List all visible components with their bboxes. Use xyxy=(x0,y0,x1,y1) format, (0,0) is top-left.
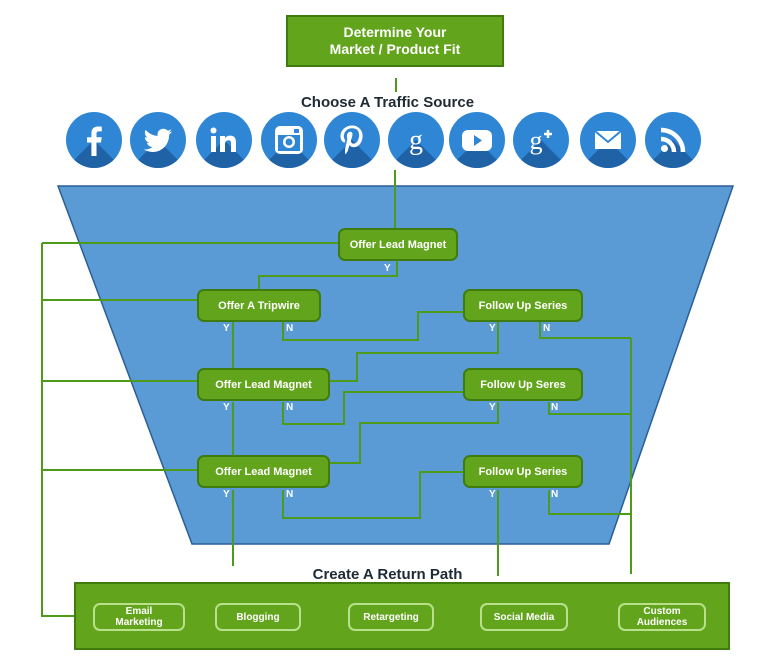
google-icon: g xyxy=(388,112,444,168)
svg-text:g: g xyxy=(409,125,423,156)
funnel-shape xyxy=(56,185,735,545)
no-label: N xyxy=(551,489,559,500)
connector-fu3-n xyxy=(548,490,631,515)
no-label: N xyxy=(286,402,294,413)
facebook-icon xyxy=(66,112,122,168)
connector-lines xyxy=(41,78,632,617)
svg-text:g: g xyxy=(530,126,543,155)
traffic-source-title: Choose A Traffic Source xyxy=(300,94,475,111)
yes-label: Y xyxy=(384,263,391,274)
connector-fu2-n xyxy=(548,402,631,415)
connector-lm3-n xyxy=(282,471,463,519)
market-fit-box: Determine Your Market / Product Fit xyxy=(286,15,504,67)
connector-lm2-n xyxy=(282,391,463,425)
return-path-title: Create A Return Path xyxy=(312,566,463,583)
twitter-icon xyxy=(130,112,186,168)
channel-custom-audiences: Custom Audiences xyxy=(618,603,706,631)
yes-label: Y xyxy=(489,323,496,334)
channel-label: Email xyxy=(125,606,153,617)
no-label: N xyxy=(286,489,294,500)
follow-up-series-1: Follow Up Series xyxy=(463,289,583,322)
linkedin-icon xyxy=(196,112,252,168)
pinterest-icon xyxy=(324,112,380,168)
channel-label: Custom xyxy=(643,606,681,617)
connector-lm1-tripwire xyxy=(258,261,398,290)
google-plus-icon: g xyxy=(513,112,569,168)
connector-tripwire-n xyxy=(282,311,463,341)
offer-lead-magnet-top: Offer Lead Magnet xyxy=(338,228,458,261)
channel-retargeting: Retargeting xyxy=(348,603,434,631)
no-label: N xyxy=(286,323,294,334)
market-fit-line-1: Determine Your xyxy=(343,24,447,40)
instagram-icon xyxy=(261,112,317,168)
rss-icon xyxy=(645,112,701,168)
market-fit-line-2: Market / Product Fit xyxy=(329,41,461,57)
yes-label: Y xyxy=(223,402,230,413)
yes-label: Y xyxy=(223,489,230,500)
connector-fu1-y xyxy=(330,322,499,382)
connector-fu2-y xyxy=(330,402,499,464)
follow-up-series-3: Follow Up Series xyxy=(463,455,583,488)
channel-label: Retargeting xyxy=(363,611,419,623)
connector-fu1-n xyxy=(539,322,631,339)
channel-label: Marketing xyxy=(115,617,163,628)
yes-label: Y xyxy=(489,402,496,413)
mail-icon xyxy=(580,112,636,168)
channel-email-marketing: Email Marketing xyxy=(93,603,185,631)
offer-lead-magnet-3: Offer Lead Magnet xyxy=(197,455,330,488)
no-label: N xyxy=(551,402,559,413)
channel-social-media: Social Media xyxy=(480,603,568,631)
yes-label: Y xyxy=(489,489,496,500)
offer-tripwire: Offer A Tripwire xyxy=(197,289,321,322)
channel-label: Social Media xyxy=(493,611,555,623)
return-spine-left xyxy=(41,243,74,617)
channel-label: Blogging xyxy=(236,611,280,623)
channel-label: Audiences xyxy=(636,617,688,628)
channel-blogging: Blogging xyxy=(215,603,301,631)
follow-up-series-2: Follow Up Seres xyxy=(463,368,583,401)
yes-label: Y xyxy=(223,323,230,334)
offer-lead-magnet-2: Offer Lead Magnet xyxy=(197,368,330,401)
no-label: N xyxy=(543,323,551,334)
youtube-icon xyxy=(449,112,505,168)
